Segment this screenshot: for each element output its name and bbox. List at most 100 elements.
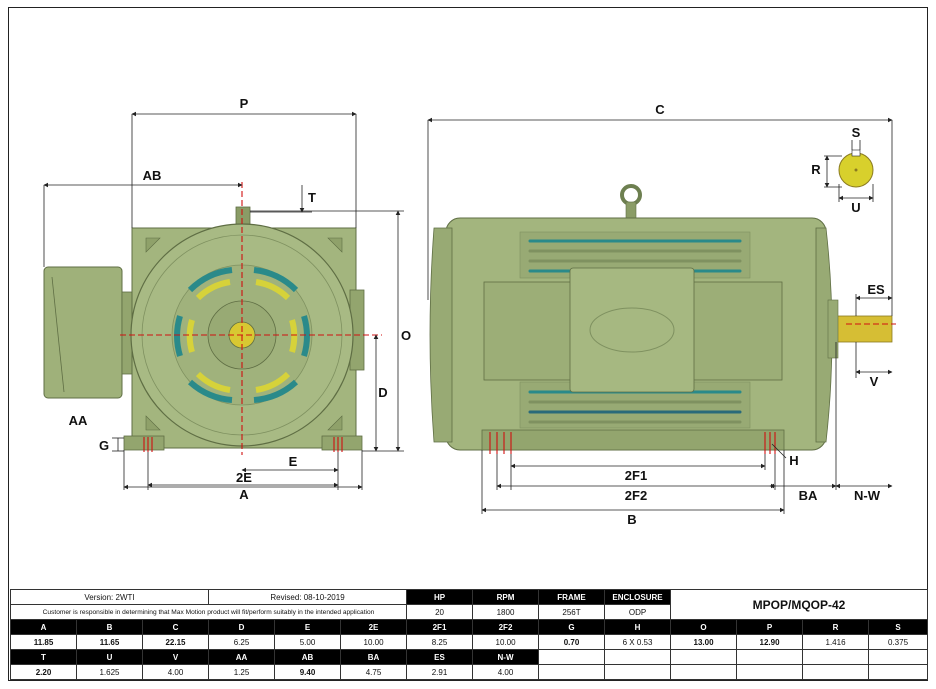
- dim-label-2F2: 2F2: [625, 488, 647, 503]
- table-cell: 4.00: [472, 664, 540, 680]
- enclosure-header: ENCLOSURE: [604, 589, 672, 605]
- dim-label-B: B: [627, 512, 636, 527]
- front-view: [43, 182, 382, 455]
- hp-value: 20: [406, 604, 474, 620]
- table-header-cell: BA: [340, 649, 408, 665]
- table-cell: 0.375: [868, 634, 929, 650]
- table-cell-empty: [604, 649, 672, 665]
- enclosure-value: ODP: [604, 604, 672, 620]
- table-cell-empty: [604, 664, 672, 680]
- dim-label-2F1: 2F1: [625, 468, 647, 483]
- table-cell-empty: [538, 664, 606, 680]
- hp-header: HP: [406, 589, 474, 605]
- dim-label-R: R: [811, 162, 821, 177]
- side-view: [429, 184, 896, 454]
- dim-label-C: C: [655, 102, 665, 117]
- table-cell: 1.416: [802, 634, 870, 650]
- dim-label-G: G: [99, 438, 109, 453]
- dims-value-row-1: 11.85 11.65 22.15 6.25 5.00 10.00 8.25 1…: [10, 634, 929, 650]
- table-cell-empty: [670, 664, 738, 680]
- table-cell: 6.25: [208, 634, 276, 650]
- table-cell-empty: [802, 649, 870, 665]
- table-cell: 10.00: [472, 634, 540, 650]
- table-header-cell: U: [76, 649, 143, 665]
- dim-label-V: V: [870, 374, 879, 389]
- disclaimer-text: Customer is responsible in determining t…: [9, 604, 408, 620]
- table-header-cell: N-W: [472, 649, 540, 665]
- table-header-cell: T: [10, 649, 77, 665]
- table-header-cell: C: [141, 619, 210, 635]
- table-cell: 6 X 0.53: [604, 634, 672, 650]
- table-cell: 10.00: [340, 634, 408, 650]
- frame-value: 256T: [538, 604, 606, 620]
- dims-value-row-2: 2.20 1.625 4.00 1.25 9.40 4.75 2.91 4.00: [10, 664, 929, 680]
- eyebolt: [620, 184, 642, 206]
- table-header-cell: A: [10, 619, 77, 635]
- dim-label-BA: BA: [799, 488, 818, 503]
- dim-label-AB: AB: [143, 168, 162, 183]
- spec-value-row: Customer is responsible in determining t…: [9, 604, 928, 620]
- table-header-cell: P: [736, 619, 804, 635]
- table-header-cell: E: [274, 619, 342, 635]
- rpm-header: RPM: [472, 589, 540, 605]
- table-header-cell: 2F2: [472, 619, 540, 635]
- table-cell: 2.91: [406, 664, 474, 680]
- table-header-cell: AB: [274, 649, 342, 665]
- revised-text: Revised: 08-10-2019: [208, 589, 408, 605]
- table-header-cell: R: [802, 619, 870, 635]
- table-header-cell: D: [208, 619, 276, 635]
- table-header-cell: S: [868, 619, 929, 635]
- side-foot: [481, 429, 785, 451]
- dim-label-E: E: [289, 454, 298, 469]
- table-header-cell: O: [670, 619, 738, 635]
- table-header-cell: 2F1: [406, 619, 474, 635]
- table-cell: 11.85: [10, 634, 77, 650]
- table-cell: 1.625: [76, 664, 143, 680]
- table-cell: 13.00: [670, 634, 738, 650]
- table-cell-empty: [802, 664, 870, 680]
- dim-label-D: D: [378, 385, 387, 400]
- table-header-cell: G: [538, 619, 606, 635]
- table-cell: 12.90: [736, 634, 804, 650]
- table-cell: 0.70: [538, 634, 606, 650]
- table-header-cell: AA: [208, 649, 276, 665]
- table-cell: 8.25: [406, 634, 474, 650]
- dim-label-NW: N-W: [854, 488, 881, 503]
- rpm-value: 1800: [472, 604, 540, 620]
- dim-label-2E: 2E: [236, 470, 252, 485]
- dim-label-U: U: [851, 200, 860, 215]
- dim-label-A: A: [239, 487, 249, 502]
- spec-header-row: Version: 2WTI Revised: 08-10-2019 HP RPM…: [9, 589, 929, 620]
- table-cell: 4.75: [340, 664, 408, 680]
- conduit-box: [43, 266, 123, 399]
- table-cell-empty: [868, 649, 929, 665]
- dim-label-T: T: [308, 190, 316, 205]
- table-cell: 5.00: [274, 634, 342, 650]
- table-header-cell: ES: [406, 649, 474, 665]
- table-cell-empty: [736, 664, 804, 680]
- model-number: MPOP/MQOP-42: [670, 589, 929, 620]
- table-cell: 22.15: [141, 634, 210, 650]
- table-header-cell: 2E: [340, 619, 408, 635]
- front-dimensions: P AB T O D AA G E 2E A: [43, 96, 411, 502]
- table-cell-empty: [538, 649, 606, 665]
- table-cell-empty: [868, 664, 929, 680]
- dim-label-P: P: [240, 96, 249, 111]
- dim-label-H: H: [789, 453, 798, 468]
- table-cell: 4.00: [141, 664, 210, 680]
- spec-table: Version: 2WTI Revised: 08-10-2019 HP RPM…: [9, 589, 929, 680]
- dim-label-S: S: [852, 125, 861, 140]
- table-cell-empty: [736, 649, 804, 665]
- dim-label-O: O: [401, 328, 411, 343]
- table-cell: 1.25: [208, 664, 276, 680]
- shaft: [835, 315, 893, 343]
- table-cell-empty: [670, 649, 738, 665]
- dims-header-row-2: T U V AA AB BA ES N-W: [10, 649, 929, 665]
- table-header-cell: H: [604, 619, 672, 635]
- shaft-detail: S R U: [811, 125, 874, 215]
- sheet-border: [8, 7, 928, 681]
- table-cell: 2.20: [10, 664, 77, 680]
- table-header-cell: V: [141, 649, 210, 665]
- nameplate-logo: [589, 307, 675, 353]
